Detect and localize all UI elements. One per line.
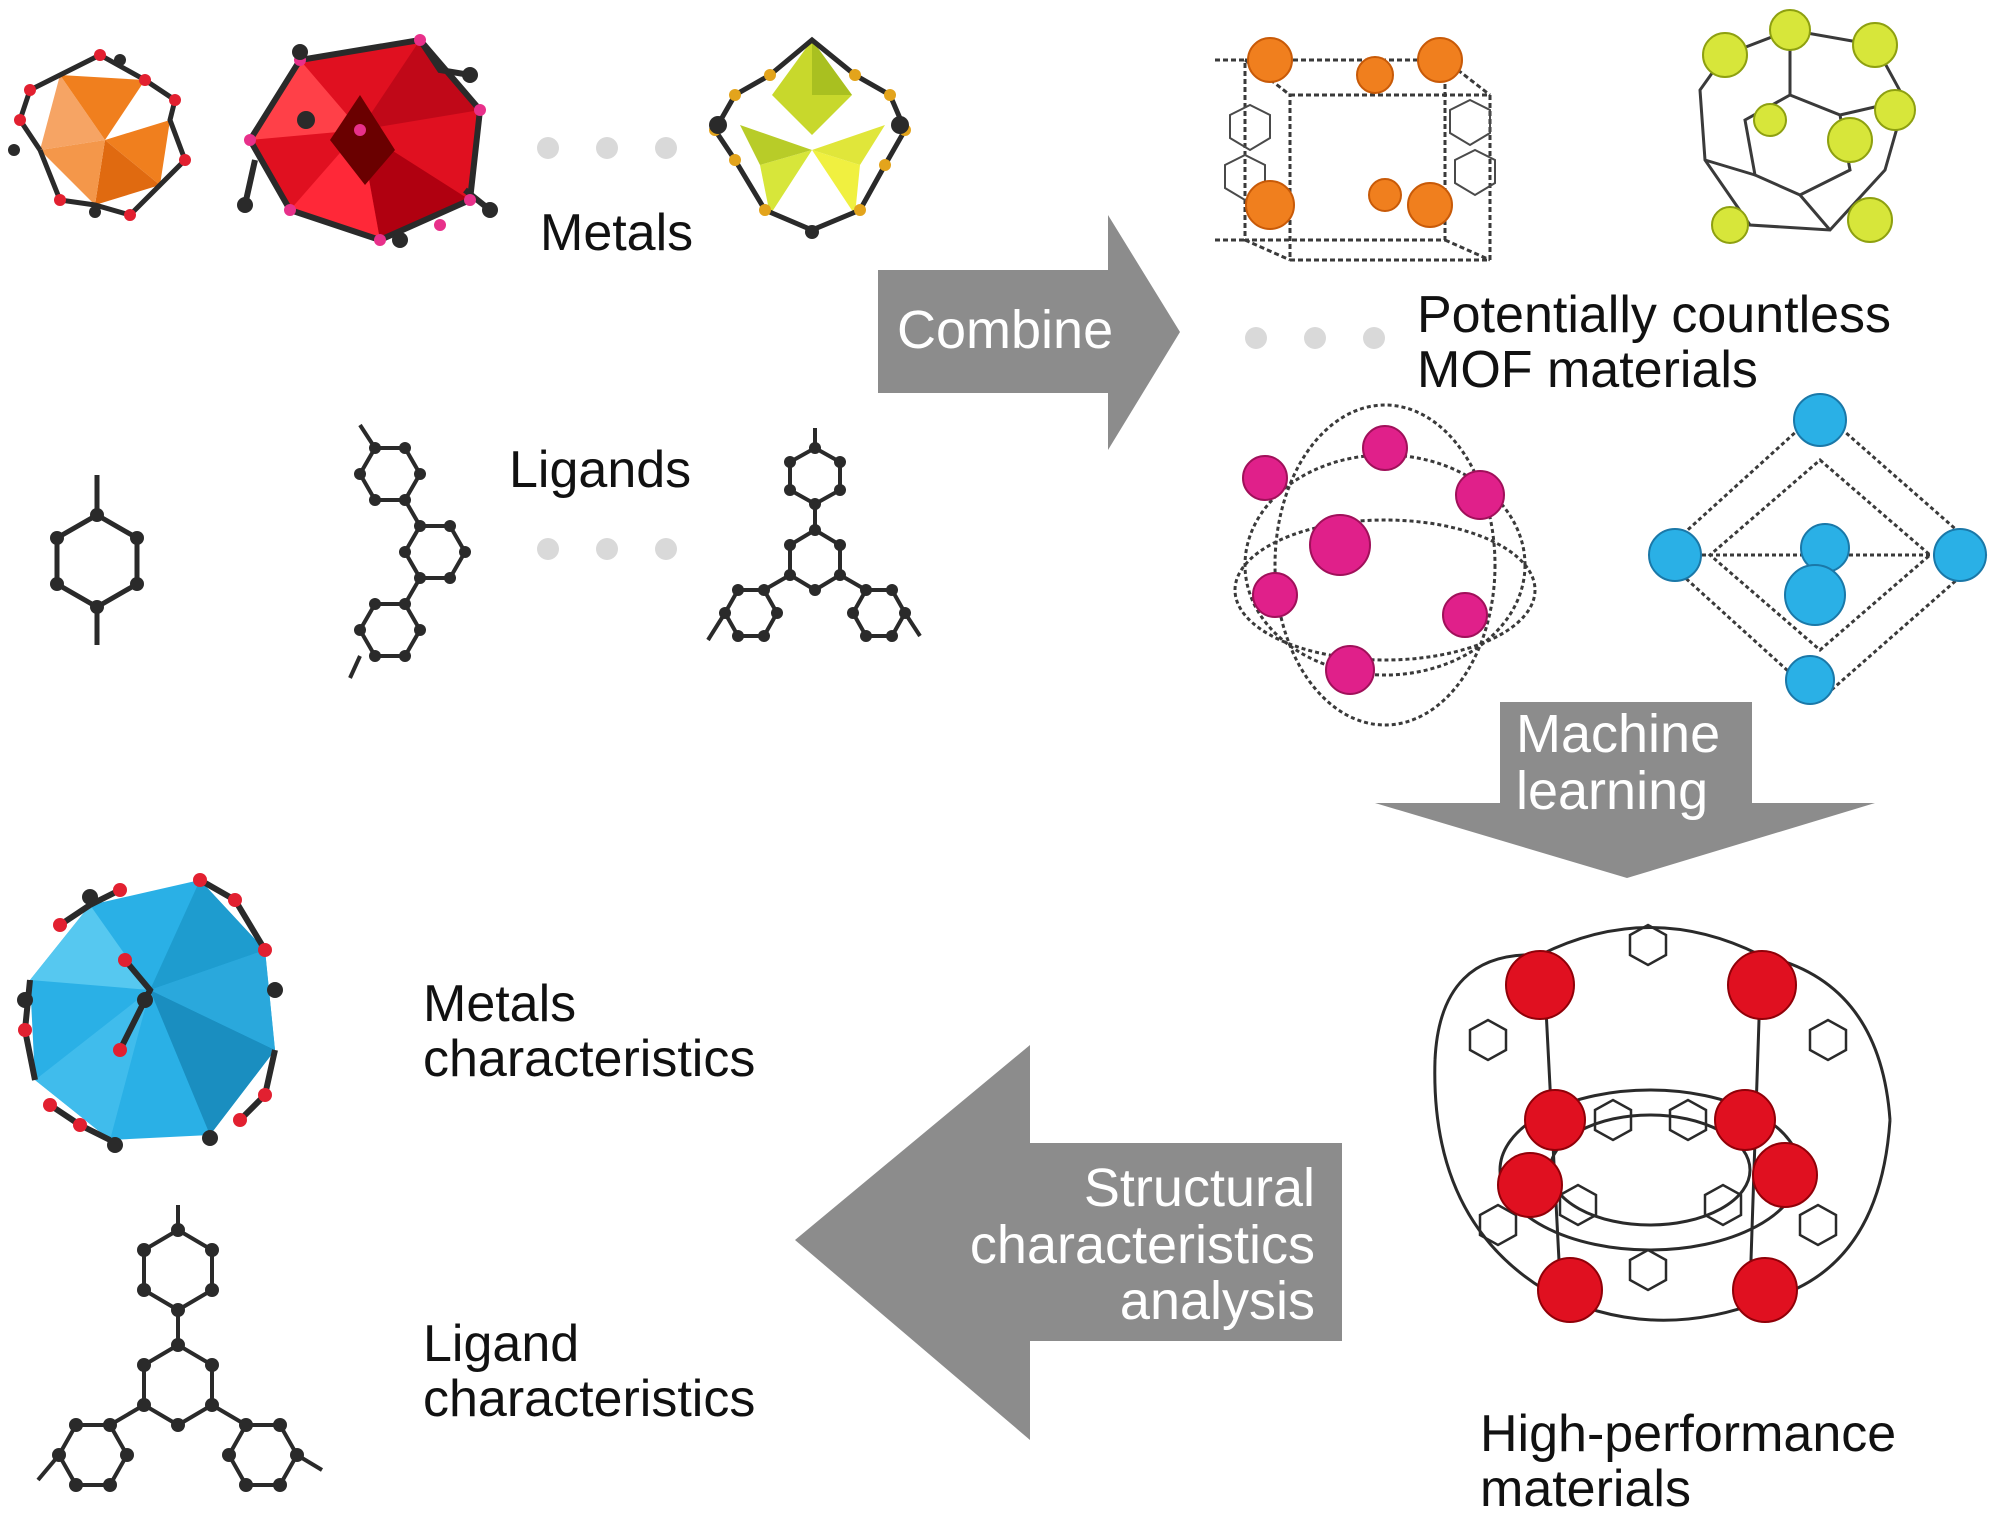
high-performance-line1: High-performance xyxy=(1480,1405,1897,1463)
metals-characteristics-label: Metals characteristics xyxy=(423,975,756,1089)
structural-analysis-line3: analysis xyxy=(1119,1271,1315,1332)
metal-cluster-yellow xyxy=(709,36,911,239)
ligands-label: Ligands xyxy=(509,441,692,499)
countless-mof-label-line2: MOF materials xyxy=(1417,341,1758,400)
structural-analysis-line1: Structural xyxy=(1083,1158,1315,1218)
machine-learning-line1: Machine xyxy=(1516,704,1721,764)
mof-framework-orange xyxy=(1215,37,1496,262)
ellipsis-dots-mofs xyxy=(1245,327,1385,349)
metal-cluster-red xyxy=(237,34,498,248)
ligand-triphenylbenzene-top xyxy=(706,428,922,642)
ligand-triphenylbenzene-bottom xyxy=(36,1205,324,1492)
ellipsis-dots-metals xyxy=(537,137,677,159)
ligand-characteristics-label: Ligand characteristics xyxy=(423,1315,756,1429)
high-performance-line2: materials xyxy=(1480,1460,1691,1518)
structural-analysis-arrow-label: Structural characteristics analysis xyxy=(930,1160,1315,1330)
mof-framework-yellow xyxy=(1698,9,1916,244)
metals-label: Metals xyxy=(540,204,694,262)
high-performance-label: High-performance materials xyxy=(1480,1405,1897,1518)
metals-characteristics-line1: Metals xyxy=(423,975,577,1033)
machine-learning-arrow-label: Machine learning xyxy=(1516,706,1720,819)
countless-mof-label: Potentially countless MOF materials xyxy=(1417,286,1892,400)
structural-analysis-line2: characteristics xyxy=(969,1214,1315,1275)
ellipsis-dots-ligands xyxy=(537,538,677,560)
combine-arrow xyxy=(878,215,1180,450)
machine-learning-arrow xyxy=(1375,702,1875,878)
metal-cluster-orange xyxy=(8,49,191,221)
ligand-characteristics-line1: Ligand xyxy=(423,1315,580,1373)
structural-analysis-arrow xyxy=(795,1045,1342,1440)
mof-framework-magenta xyxy=(1233,403,1537,727)
metal-cluster-cyan xyxy=(17,873,283,1153)
countless-mof-label-line1: Potentially countless xyxy=(1417,286,1892,344)
ligand-characteristics-line2: characteristics xyxy=(423,1370,756,1429)
ligand-benzene xyxy=(50,475,144,645)
mof-framework-high-performance xyxy=(1433,923,1892,1323)
machine-learning-line2: learning xyxy=(1516,760,1709,821)
combine-arrow-label: Combine xyxy=(897,300,1114,360)
metals-characteristics-line2: characteristics xyxy=(423,1030,756,1089)
mof-framework-cyan xyxy=(1648,393,1988,705)
ligand-terphenyl xyxy=(348,423,471,679)
